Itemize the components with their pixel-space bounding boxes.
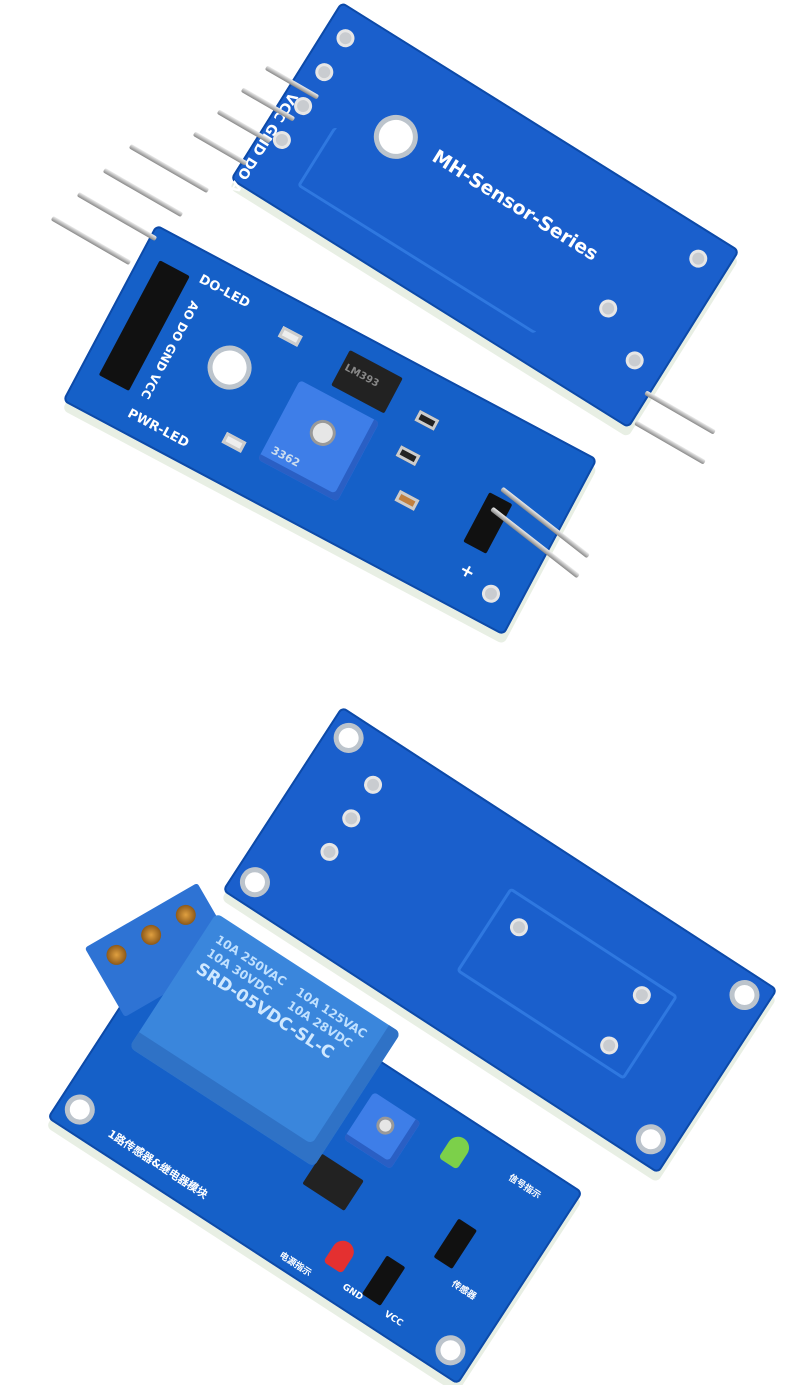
sensor-label: 传感器: [449, 1279, 478, 1303]
pwr-led: [221, 431, 247, 453]
pad: [478, 581, 504, 606]
power-led: [323, 1236, 359, 1274]
chip-label: LM393: [342, 362, 381, 390]
mounting-hole: [234, 861, 276, 903]
pwr-led-label: PWR-LED: [124, 406, 192, 452]
signal-led: [438, 1132, 474, 1170]
header-pin: [76, 191, 158, 242]
board-title: 1路传感器&继电器模块: [105, 1127, 210, 1202]
mounting-hole: [59, 1088, 101, 1131]
pad: [338, 805, 364, 831]
vcc-label: VCC: [382, 1309, 405, 1329]
resistor: [414, 409, 440, 431]
pad: [333, 25, 358, 51]
mounting-hole: [327, 717, 370, 759]
mounting-hole: [630, 1118, 672, 1161]
pad: [685, 246, 711, 272]
pad: [360, 772, 386, 798]
resistor: [395, 445, 421, 467]
probe-pin: [634, 420, 706, 465]
pad: [317, 839, 342, 865]
potentiometer[interactable]: [343, 1091, 421, 1170]
mounting-hole: [199, 337, 260, 398]
capacitor: [394, 489, 420, 511]
do-led: [277, 325, 303, 347]
pad: [622, 348, 648, 373]
gnd-label: GND: [340, 1282, 365, 1303]
plus-label: +: [455, 558, 479, 585]
pot-code: 3362: [268, 443, 303, 470]
screw[interactable]: [172, 901, 200, 929]
header-pin: [128, 143, 210, 194]
header-pin: [192, 131, 248, 166]
label-ao: AO: [219, 178, 245, 206]
do-led-label: DO-LED: [196, 272, 253, 312]
power-header: [361, 1255, 406, 1306]
pad: [311, 59, 337, 85]
screw[interactable]: [137, 921, 165, 949]
signal-label: 信号指示: [506, 1173, 543, 1202]
pot-knob[interactable]: [372, 1113, 398, 1139]
pad: [595, 296, 621, 321]
mounting-hole: [429, 1329, 472, 1372]
power-label: 电源指示: [277, 1250, 313, 1279]
mounting-hole: [723, 974, 766, 1016]
header-pin: [102, 167, 184, 218]
pot-knob[interactable]: [305, 415, 341, 451]
relay-footprint: [455, 887, 679, 1080]
probe-pin: [644, 390, 716, 435]
sensor-header: [433, 1218, 478, 1270]
screw[interactable]: [102, 941, 131, 969]
header-pin: [50, 215, 132, 266]
